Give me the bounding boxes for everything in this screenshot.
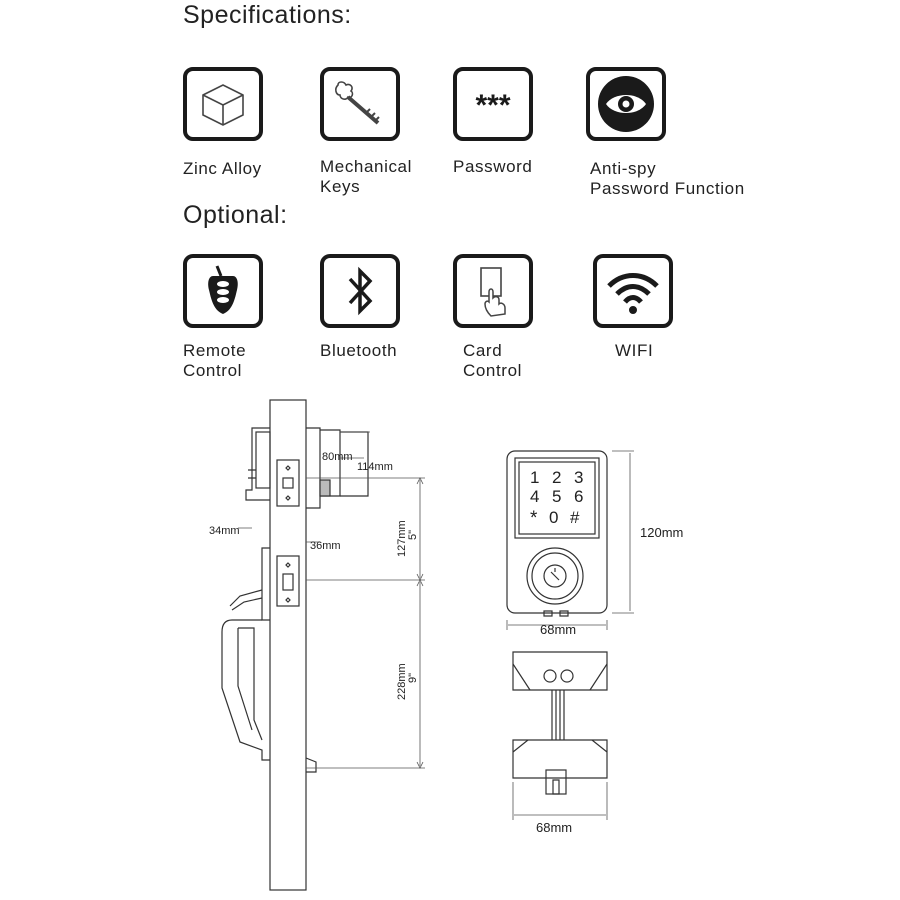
keypad-key-5[interactable]: 5 — [552, 487, 562, 506]
optional-label-bluetooth: Bluetooth — [320, 341, 398, 360]
optional-tile-wifi — [593, 254, 673, 328]
keypad-key-3[interactable]: 3 — [574, 468, 584, 487]
spec-tile-password: *** — [453, 67, 533, 141]
dimension-80mm: 80mm — [322, 451, 353, 463]
spec-tile-zinc-alloy — [183, 67, 263, 141]
svg-text:***: *** — [475, 89, 510, 122]
spec-label-mechanical-keys: Mechanical Keys — [320, 157, 412, 196]
cube-icon — [202, 84, 244, 126]
dimension-68mm-front: 68mm — [540, 622, 577, 637]
specifications-heading: Specifications: — [183, 1, 352, 29]
dimension-34mm: 34mm — [209, 525, 240, 537]
dimension-114mm: 114mm — [357, 461, 393, 473]
dimension-36mm: 36mm — [310, 540, 341, 552]
optional-tile-bluetooth — [320, 254, 400, 328]
keypad-key-0[interactable]: 0 — [549, 508, 559, 527]
key-icon — [335, 81, 380, 125]
eye-icon — [598, 76, 654, 132]
spec-tile-anti-spy — [586, 67, 666, 141]
spec-label-zinc-alloy: Zinc Alloy — [183, 159, 262, 178]
bluetooth-icon — [348, 266, 373, 316]
wifi-icon — [607, 273, 659, 314]
remote-fob-icon — [208, 265, 238, 314]
optional-tile-card-control — [453, 254, 533, 328]
spec-label-anti-spy: Anti-spy Password Function — [590, 159, 745, 198]
optional-heading: Optional: — [183, 201, 288, 229]
keypad-key-4[interactable]: 4 — [530, 487, 540, 506]
card-icon — [480, 267, 506, 317]
optional-label-remote-control: Remote Control — [183, 341, 247, 380]
spec-tile-mechanical-keys — [320, 67, 400, 141]
keypad-key-1[interactable]: 1 — [530, 468, 540, 487]
keypad-key-2[interactable]: 2 — [552, 468, 562, 487]
optional-label-card-control: Card Control — [463, 341, 523, 380]
optional-label-wifi: WIFI — [615, 341, 654, 360]
keypad-key-6[interactable]: 6 — [574, 487, 584, 506]
keypad-key-hash[interactable]: # — [570, 508, 580, 527]
dimension-120mm: 120mm — [640, 525, 684, 540]
optional-tile-remote-control — [183, 254, 263, 328]
keypad-key-star[interactable]: * — [530, 508, 538, 529]
password-asterisks-icon: *** — [475, 89, 510, 122]
spec-label-password: Password — [453, 157, 533, 176]
dimension-68mm-bottom: 68mm — [536, 820, 573, 835]
